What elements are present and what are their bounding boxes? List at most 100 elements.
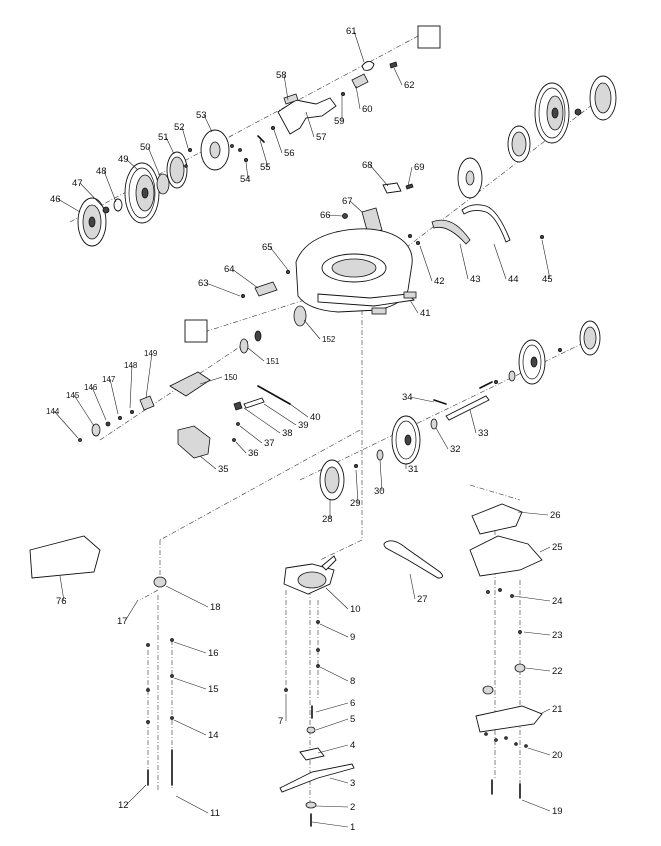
callout-label-36: 36: [248, 448, 259, 459]
callout-label-20: 20: [552, 750, 563, 761]
belt-part-27: [383, 540, 443, 579]
screw-part-29: [353, 463, 358, 468]
leader-line-5: [315, 718, 349, 731]
callout-label-16: 16: [208, 648, 219, 659]
leader-line-21: [539, 708, 551, 715]
callout-label-22: 22: [552, 666, 563, 677]
leader-line-151: [247, 347, 265, 362]
wheel-part-31: [391, 415, 421, 465]
callout-label-34: 34: [402, 392, 413, 403]
leader-line-56: [273, 129, 283, 154]
leader-line-63: [205, 282, 241, 297]
drive-assembly: [78, 305, 307, 442]
leader-line-67: [349, 200, 363, 213]
callout-label-146: 146: [84, 383, 98, 392]
leader-line-2: [315, 805, 349, 808]
pin-part-54: [243, 157, 248, 162]
nut-part-47: [102, 206, 110, 214]
screw-part-65: [285, 269, 290, 274]
callout-label-38: 38: [282, 428, 293, 439]
pin-part-56: [270, 126, 275, 131]
leader-line-35: [199, 455, 217, 470]
callout-label-64: 64: [224, 264, 235, 275]
washer-part-148: [129, 409, 134, 414]
leader-line-26: [517, 511, 549, 516]
screw-part-37: [236, 422, 240, 426]
leader-line-6: [315, 702, 349, 713]
nut-part-66: [342, 213, 348, 219]
callout-label-8: 8: [350, 676, 355, 687]
leader-line-16: [173, 641, 207, 654]
leader-line-37: [239, 425, 263, 444]
callout-label-42: 42: [434, 276, 445, 287]
base-plate-part-21: [475, 705, 543, 733]
leader-line-148: [129, 364, 133, 409]
leader-line-54: [245, 161, 249, 180]
gear-part-145: [91, 423, 101, 437]
callout-label-151: 151: [266, 357, 280, 366]
leader-line-64: [231, 268, 259, 289]
blade-part-3: [279, 763, 355, 793]
leader-line-48: [103, 170, 117, 203]
lever-part-58: [283, 93, 299, 105]
leader-line-50: [147, 146, 161, 177]
wheel-cap-part-28: [319, 459, 345, 501]
leader-line-47: [79, 182, 105, 209]
leader-line-40: [289, 403, 309, 418]
mower-deck-part-41: [295, 228, 417, 315]
screw-part-20: [524, 744, 528, 748]
leader-line-43: [459, 243, 469, 280]
cover-part-26: [471, 503, 523, 535]
leader-line-32: [435, 427, 449, 450]
callout-label-12: 12: [118, 800, 129, 811]
leader-line-69: [407, 166, 413, 187]
leader-line-4: [317, 744, 349, 754]
leader-line-146: [91, 386, 107, 421]
callout-label-55: 55: [260, 162, 271, 173]
leader-line-66: [327, 214, 343, 217]
callout-label-24: 24: [552, 596, 563, 607]
leader-line-68: [369, 164, 389, 187]
wheel-cap-part-46: [77, 197, 107, 247]
callout-label-35: 35: [218, 464, 229, 475]
callout-label-23: 23: [552, 630, 563, 641]
leader-line-152: [303, 319, 321, 340]
callout-label-27: 27: [417, 594, 428, 605]
leader-line-12: [125, 784, 147, 806]
rear-handle-parts: [407, 204, 545, 245]
callout-label-9: 9: [350, 632, 355, 643]
leader-line-22: [525, 667, 551, 672]
callout-label-54: 54: [240, 174, 251, 185]
spring-part-55: [257, 135, 265, 143]
callout-label-7: 7: [278, 716, 283, 727]
callout-label-66: 66: [320, 210, 331, 221]
callout-label-41: 41: [420, 308, 431, 319]
callout-label-39: 39: [298, 420, 309, 431]
leader-line-57: [305, 111, 315, 138]
callout-label-11: 11: [210, 808, 220, 819]
leader-line-20: [527, 747, 551, 756]
callout-label-62: 62: [404, 80, 415, 91]
callout-label-19: 19: [552, 806, 563, 817]
bracket-part-67: [361, 207, 383, 235]
handle-part-44: [461, 204, 511, 243]
callout-label-58: 58: [276, 70, 287, 81]
rod-part-40: [257, 385, 291, 405]
callout-label-17: 17: [117, 616, 128, 627]
leader-line-61: [353, 30, 365, 63]
callout-label-59: 59: [334, 116, 345, 127]
leader-line-23: [523, 631, 551, 636]
clip-part-62: [389, 61, 398, 69]
callout-label-147: 147: [102, 375, 116, 384]
leader-line-19: [521, 799, 551, 812]
gearbox-part-150: [169, 371, 211, 397]
leader-line-27: [409, 573, 416, 600]
leader-line-58: [283, 74, 289, 101]
callout-label-14: 14: [208, 730, 219, 741]
callout-label-51: 51: [158, 132, 169, 143]
callout-label-28: 28: [322, 514, 333, 525]
deflector-part-76: [29, 535, 101, 579]
callout-label-145: 145: [66, 391, 80, 400]
callout-label-63: 63: [198, 278, 209, 289]
